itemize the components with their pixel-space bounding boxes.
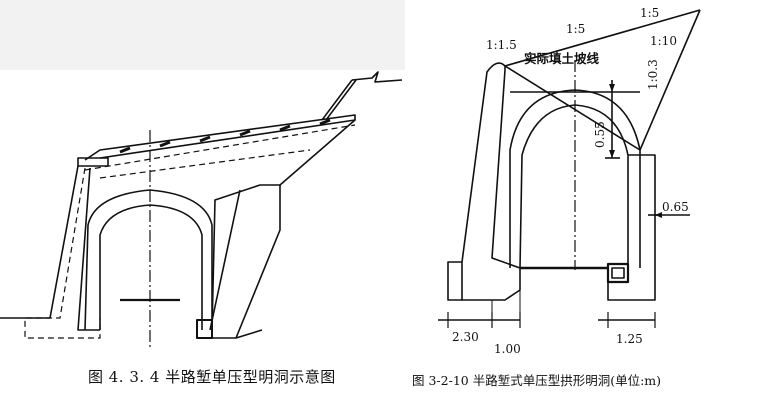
left-figure-caption: 图 4. 3. 4 半路堑单压型明洞示意图 <box>88 368 336 386</box>
right-left-wall <box>461 62 521 301</box>
left-outer-wall <box>49 165 79 319</box>
slope-label-1-0.3: 1:0.3 <box>646 59 660 90</box>
dimension-2.30: 2.30 <box>452 330 479 344</box>
dimension-1.25: 1.25 <box>616 332 643 346</box>
right-dashed-slope <box>504 9 701 67</box>
dimension-1.00: 1.00 <box>494 342 521 356</box>
slope-label-1-5-b: 1:5 <box>640 6 660 20</box>
slope-label-1-1.5: 1:1.5 <box>486 38 517 52</box>
slope-label-1-10: 1:10 <box>650 34 677 48</box>
left-dashed-roof <box>84 124 356 171</box>
dimension-0.55: 0.55 <box>593 121 607 148</box>
left-ground-line <box>351 71 403 83</box>
right-figure-caption: 图 3-2-10 半路堑式单压型拱形明洞(单位:m) <box>412 373 662 388</box>
fill-slope-label: 实际填土坡线 <box>524 51 600 66</box>
scan-background-strip <box>0 0 405 70</box>
slope-label-1-5-a: 1:5 <box>566 22 586 36</box>
left-top-cap <box>77 157 109 167</box>
dimension-0.65: 0.65 <box>662 200 689 214</box>
left-dashed-foundation <box>24 167 101 339</box>
left-backfill-top <box>84 114 356 161</box>
